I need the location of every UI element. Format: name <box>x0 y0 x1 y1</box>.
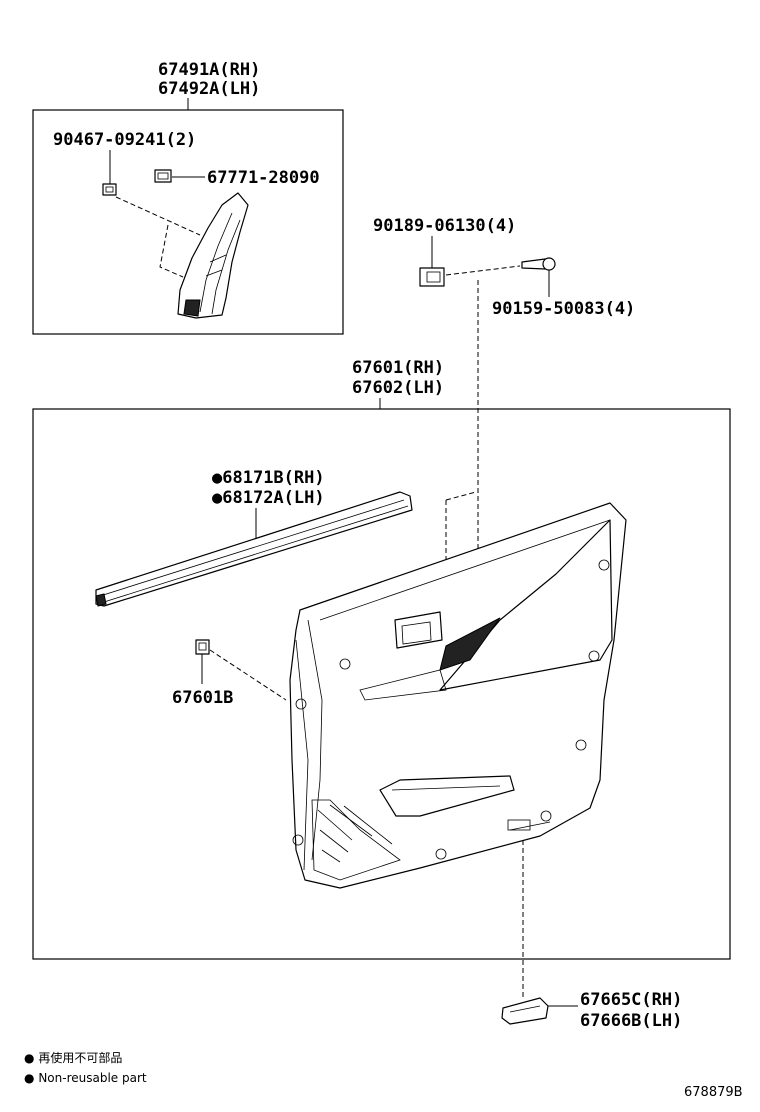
label-upper-garnish-lh: 67492A(LH) <box>158 79 260 99</box>
label-clip-a: 90467-09241(2) <box>53 130 196 150</box>
label-cover-lh: 67666B(LH) <box>580 1011 682 1031</box>
dash-clip-a <box>115 196 201 236</box>
label-cover-rh: 67665C(RH) <box>580 990 682 1010</box>
label-screw: 90159-50083(4) <box>492 299 635 319</box>
trim-clip-part <box>195 639 210 655</box>
nut-part <box>419 267 445 287</box>
label-weatherstrip-lh: ●68172A(LH) <box>212 488 325 508</box>
label-weatherstrip-rh: ●68171B(RH) <box>212 468 325 488</box>
upper-garnish-part <box>177 192 249 319</box>
dash-trim-clip <box>209 649 287 701</box>
dash-nut-screw <box>445 265 521 276</box>
label-trim-clip: 67601B <box>172 688 233 708</box>
label-door-trim-lh: 67602(LH) <box>352 378 444 398</box>
cover-part <box>501 997 549 1025</box>
screw-part <box>521 257 556 271</box>
dash-nut-down-3 <box>445 491 477 501</box>
door-trim-frame <box>32 408 731 960</box>
clip-a-part <box>102 183 117 196</box>
upper-garnish-frame <box>32 109 344 335</box>
weatherstrip-part <box>95 491 413 607</box>
clip-b-part <box>154 169 172 183</box>
dash-clip-a-2 <box>159 224 184 278</box>
label-nut: 90189-06130(4) <box>373 216 516 236</box>
label-upper-garnish-rh: 67491A(RH) <box>158 60 260 80</box>
label-clip-b: 67771-28090 <box>207 168 320 188</box>
door-trim-board-part <box>289 502 627 889</box>
legend-en: ● Non-reusable part <box>24 1071 147 1085</box>
legend-jp: ● 再使用不可部品 <box>24 1050 122 1065</box>
label-door-trim-rh: 67601(RH) <box>352 358 444 378</box>
figure-id: 678879B <box>684 1085 743 1100</box>
